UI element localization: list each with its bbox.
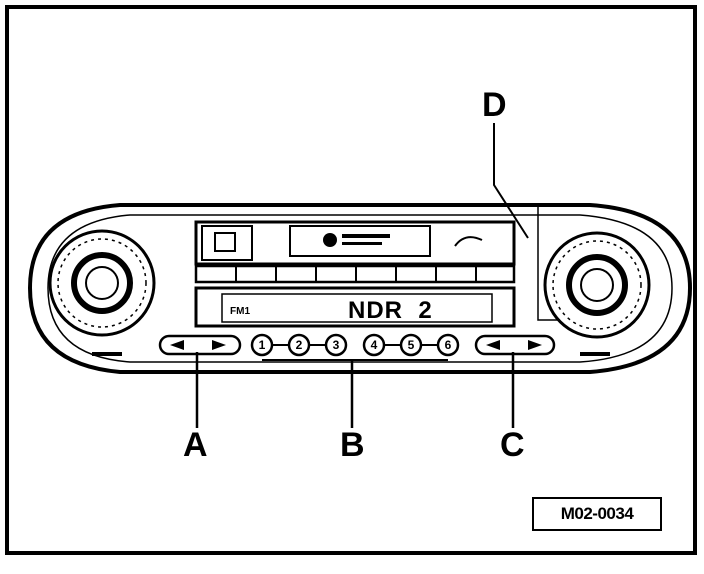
preset-button-1 [250,333,274,357]
display-station-name: NDR [348,297,403,324]
figure-code-box: M02-0034 [532,497,662,531]
right-tuning-knob [543,231,651,339]
callout-label-d: D [482,86,507,124]
display-band-text: FM1 [230,306,250,317]
preset-label-3: 3 [333,338,340,352]
preset-button-3 [324,333,348,357]
cd-slot-frame [537,205,560,321]
display-station-text: NDR 2 [348,297,433,325]
callout-label-a: A [183,426,208,464]
preset-label-1: 1 [259,338,266,352]
preset-label-4: 4 [371,338,378,352]
function-button-strip [194,264,516,284]
diagram-border [5,5,697,555]
preset-label-2: 2 [296,338,303,352]
preset-label-6: 6 [445,338,452,352]
preset-button-4 [362,333,386,357]
callout-label-c: C [500,426,525,464]
cassette-panel [194,220,516,266]
leader-line-d [493,123,529,239]
preset-buttons: 1 2 3 4 5 6 [250,333,460,357]
left-seek-rocker [158,334,242,356]
display-preset-number: 2 [418,297,433,324]
callout-label-b: B [340,426,365,464]
preset-button-2 [287,333,311,357]
figure-code: M02-0034 [560,504,634,523]
preset-button-5 [399,333,423,357]
preset-label-5: 5 [408,338,415,352]
left-volume-knob [48,229,156,337]
preset-button-6 [436,333,460,357]
right-seek-rocker [474,334,556,356]
